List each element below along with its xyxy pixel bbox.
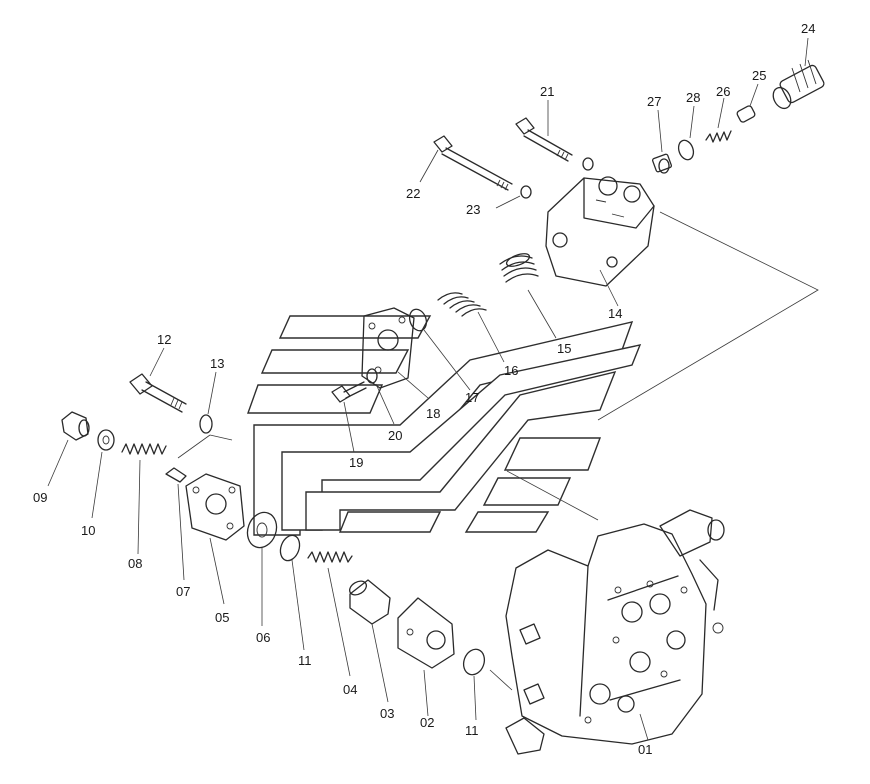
label-21: 21 <box>540 84 554 99</box>
label-28: 28 <box>686 90 700 105</box>
part-04-spring <box>307 551 353 677</box>
part-27-plug <box>652 109 672 174</box>
part-28-oring <box>677 105 695 161</box>
label-16: 16 <box>504 363 518 378</box>
label-18: 18 <box>426 406 440 421</box>
part-25-cap <box>736 83 759 123</box>
part-01-valve-body <box>505 509 725 755</box>
part-11a-oring <box>279 534 305 651</box>
part-08-spring <box>121 443 167 555</box>
label-05: 05 <box>215 610 229 625</box>
part-24-fitting <box>772 37 825 110</box>
label-22: 22 <box>406 186 420 201</box>
part-labels: 24 25 26 28 27 21 22 23 14 15 16 17 18 2… <box>33 21 815 757</box>
label-24: 24 <box>801 21 815 36</box>
part-14-cover <box>545 176 655 307</box>
label-23: 23 <box>466 202 480 217</box>
part-12-bolt <box>129 347 187 413</box>
label-14: 14 <box>608 306 622 321</box>
label-06: 06 <box>256 630 270 645</box>
part-23-washer <box>495 185 532 209</box>
label-26: 26 <box>716 84 730 99</box>
label-25: 25 <box>752 68 766 83</box>
label-12: 12 <box>157 332 171 347</box>
part-06-disc <box>246 511 278 626</box>
part-03-piston <box>348 579 391 703</box>
label-20: 20 <box>388 428 402 443</box>
leader-lines <box>177 211 819 691</box>
label-01: 01 <box>638 742 652 757</box>
label-09: 09 <box>33 490 47 505</box>
label-17: 17 <box>465 390 479 405</box>
part-21-bolt <box>515 100 594 171</box>
label-11a: 11 <box>298 653 312 668</box>
part-19-bolt <box>331 381 367 453</box>
label-08: 08 <box>128 556 142 571</box>
part-07-poppet <box>165 467 187 581</box>
label-27: 27 <box>647 94 661 109</box>
label-03: 03 <box>380 706 394 721</box>
watermark-logo <box>247 315 642 536</box>
label-07: 07 <box>176 584 190 599</box>
label-02: 02 <box>420 715 434 730</box>
part-05-cover <box>185 473 245 605</box>
label-13: 13 <box>210 356 224 371</box>
part-10-nut <box>91 429 115 519</box>
part-20-washer <box>366 368 395 425</box>
label-11b: 11 <box>465 723 479 738</box>
label-04: 04 <box>343 682 357 697</box>
part-13-washer <box>199 371 217 434</box>
part-11b-oring <box>462 648 486 721</box>
part-02-housing <box>397 597 455 717</box>
part-15-spring <box>499 253 557 339</box>
part-16-spring <box>437 292 505 363</box>
label-10: 10 <box>81 523 95 538</box>
part-22-bolt <box>419 135 513 191</box>
part-17-oring <box>408 308 471 391</box>
part-26-spring <box>705 97 732 143</box>
part-09-plug <box>47 411 90 487</box>
label-15: 15 <box>557 341 571 356</box>
label-19: 19 <box>349 455 363 470</box>
